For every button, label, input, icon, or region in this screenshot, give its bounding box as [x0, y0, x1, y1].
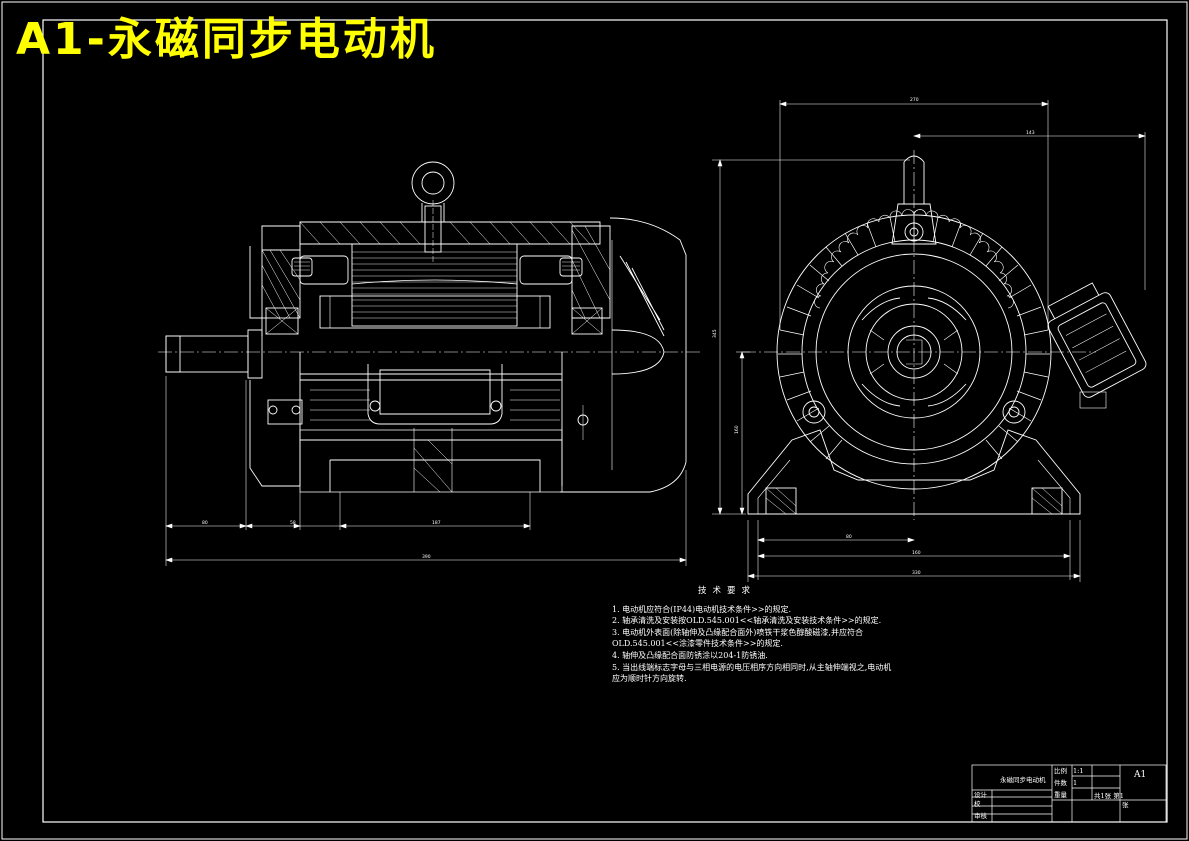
requirement-item: 2. 轴承清洗及安装按OLD.545.001<<轴承清洗及安装技术条件>>的规定… [612, 616, 882, 626]
checker-label: 校 [974, 800, 981, 808]
sheet-size: A1 [1134, 770, 1147, 780]
weight-label: 重量 [1054, 791, 1067, 799]
svg-text:160: 160 [734, 425, 740, 434]
quantity-value: 1 [1073, 779, 1078, 787]
title-block: 永磁同步电动机 比例 1:1 件数 1 重量 共1张 第1 A1 设计 校 审核… [972, 765, 1166, 822]
requirement-item: OLD.545.001<<涂漆零件技术条件>>的规定. [612, 639, 783, 649]
svg-text:143: 143 [1026, 130, 1035, 136]
scale-value: 1:1 [1073, 767, 1084, 775]
side-section-view: 80 58 187 390 [158, 161, 700, 566]
svg-text:160: 160 [912, 550, 921, 556]
svg-text:330: 330 [912, 570, 921, 576]
sheet-unit: 张 [1122, 801, 1129, 809]
requirement-item: 4. 轴伸及凸缘配合面防锈涂以204-1防锈油. [612, 650, 768, 660]
sheet-info: 共1张 第1 [1094, 792, 1124, 800]
svg-text:390: 390 [422, 554, 431, 560]
svg-text:80: 80 [202, 520, 208, 526]
technical-requirements: 技术要求 1. 电动机应符合(IP44)电动机技术条件>>的规定. 2. 轴承清… [612, 586, 992, 685]
requirement-item: 1. 电动机应符合(IP44)电动机技术条件>>的规定. [612, 604, 792, 614]
designer-label: 设计 [974, 791, 987, 799]
drawing-name: 永磁同步电动机 [1000, 776, 1046, 784]
scale-label: 比例 [1054, 767, 1067, 775]
requirement-item: 3. 电动机外表面(除轴伸及凸缘配合面外)喷铁干浆色醇酸磁漆,并应符合 [612, 627, 863, 637]
title-block-grid [971, 764, 1167, 823]
svg-text:270: 270 [910, 97, 919, 103]
svg-text:58: 58 [290, 520, 296, 526]
svg-text:80: 80 [846, 534, 852, 540]
technical-requirements-title: 技术要求 [697, 586, 756, 596]
quantity-label: 件数 [1054, 779, 1067, 787]
end-view: 270 143 345 160 80 160 330 [712, 97, 1147, 582]
svg-text:345: 345 [712, 329, 718, 338]
svg-text:187: 187 [432, 520, 441, 526]
requirement-item: 应为顺时针方向旋转. [612, 674, 687, 684]
requirement-item: 5. 当出线端标志字母与三相电源的电压相序方向相同时,从主轴伸端视之,电动机 [612, 662, 892, 672]
approver-label: 审核 [974, 812, 987, 820]
drawing-title-banner: A1-永磁同步电动机 [16, 14, 437, 65]
inner-frame [42, 19, 1168, 823]
